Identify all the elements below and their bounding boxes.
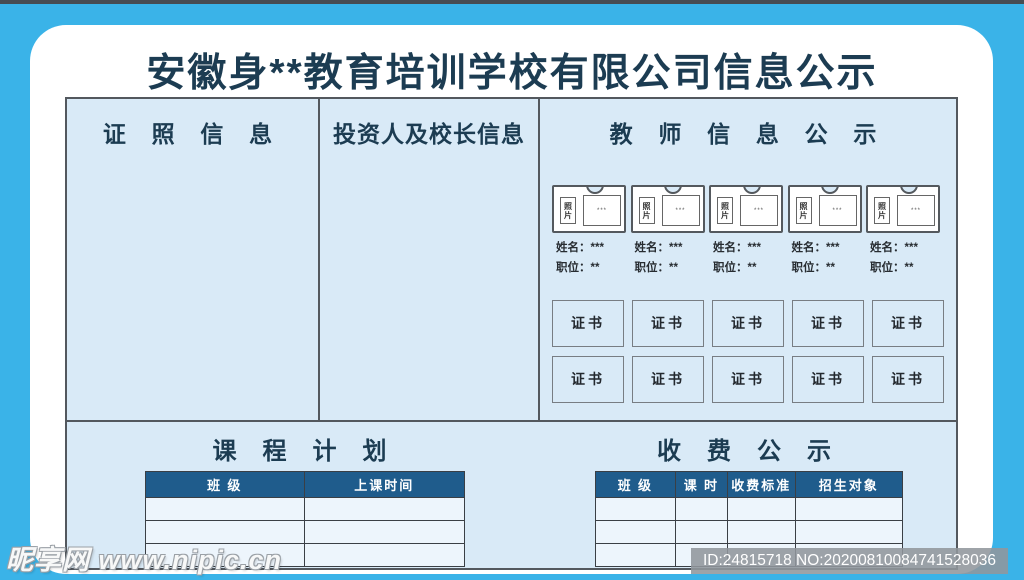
course-plan-table-head: 班 级上课时间 <box>144 471 465 498</box>
teacher-position-label: 职位：** <box>870 261 914 274</box>
photo-placeholder-box: 照片 <box>560 197 576 224</box>
teacher-name-label: 姓名：*** <box>791 242 840 254</box>
fees-title: 收 费 公 示 <box>657 439 841 465</box>
table-cell <box>595 543 676 567</box>
certificate-box: 证书 <box>872 355 944 403</box>
table-cell <box>304 520 465 544</box>
bottom-section: 课 程 计 划 班 级上课时间 收 费 公 示 班 级课 时收费标准招生对象 <box>67 422 956 568</box>
badge-notch <box>899 187 918 194</box>
course-plan-table-body <box>144 497 465 567</box>
teacher-section-title: 教 师 信 息 公 示 <box>609 122 887 147</box>
top-section: 证 照 信 息 投资人及校长信息 教 师 信 息 公 示 照片***姓名：***… <box>67 99 956 422</box>
teacher-badge-card: 照片 *** <box>552 185 626 233</box>
table-row <box>144 497 465 521</box>
column-header: 课 时 <box>674 471 729 498</box>
fees-table: 班 级课 时收费标准招生对象 <box>595 471 904 567</box>
teacher-name-label: 姓名：*** <box>713 242 761 254</box>
certificate-box: 证书 <box>792 299 864 347</box>
section-teacher-info: 教 师 信 息 公 示 照片***姓名：***职位：**照片***姓名：***职… <box>540 99 956 420</box>
table-cell <box>674 520 729 544</box>
license-section-title: 证 照 信 息 <box>102 122 283 147</box>
course-plan-title: 课 程 计 划 <box>212 439 397 465</box>
column-header: 班 级 <box>595 471 676 498</box>
photo-placeholder-box: 照片 <box>638 197 655 224</box>
photo-placeholder-box: 照片 <box>717 197 733 224</box>
top-edge-strip <box>0 0 1024 4</box>
table-cell <box>674 497 729 521</box>
certificate-box: 证书 <box>632 355 704 403</box>
teacher-badge-card: 照片 *** <box>866 185 940 233</box>
badge-notch <box>742 187 761 194</box>
table-cell <box>727 520 796 544</box>
certificate-row-2: 证书证书证书证书证书 <box>552 355 944 403</box>
table-row <box>144 520 465 544</box>
section-fees: 收 费 公 示 班 级课 时收费标准招生对象 <box>542 422 956 568</box>
teacher-badge-card: 照片*** <box>630 185 705 233</box>
certificate-box: 证书 <box>872 299 944 347</box>
fees-table-head: 班 级课 时收费标准招生对象 <box>595 471 904 498</box>
teacher-unit: 照片 *** 姓名：*** 职位：** <box>709 185 787 278</box>
table-cell <box>794 520 904 544</box>
section-course-plan: 课 程 计 划 班 级上课时间 <box>67 422 542 568</box>
info-placeholder-box: *** <box>583 195 621 226</box>
certificate-row-1: 证书证书证书证书证书 <box>552 299 944 347</box>
certificate-box: 证书 <box>712 299 784 347</box>
section-license-info: 证 照 信 息 <box>67 99 320 420</box>
column-header: 上课时间 <box>304 471 465 498</box>
image-id-watermark: ID:24815718 NO:20200810084741528036 <box>690 548 1008 574</box>
certificate-box: 证书 <box>552 355 624 403</box>
table-cell <box>144 543 305 567</box>
teacher-position-label: 职位：** <box>713 261 757 274</box>
table-cell <box>304 543 465 567</box>
photo-placeholder-box: 照片 <box>874 197 890 224</box>
badge-notch <box>821 187 840 194</box>
table-row <box>595 520 904 544</box>
teacher-unit: 照片 *** 姓名：*** 职位：** <box>552 185 630 278</box>
teacher-unit: 照片 *** 姓名：*** 职位：** <box>866 185 944 278</box>
info-placeholder-box: *** <box>897 195 935 226</box>
teacher-name-label: 姓名：*** <box>556 242 604 254</box>
teacher-position-label: 职位：** <box>791 261 835 274</box>
teacher-unit: 照片*** 姓名：*** 职位：** <box>630 185 709 278</box>
teacher-badge-card: 照片*** <box>787 185 862 233</box>
info-placeholder-box: *** <box>740 195 778 226</box>
info-placeholder-box: *** <box>661 195 700 226</box>
section-investor-principal-info: 投资人及校长信息 <box>320 99 540 420</box>
table-cell <box>727 497 796 521</box>
teacher-unit: 照片*** 姓名：*** 职位：** <box>787 185 866 278</box>
table-cell <box>595 520 676 544</box>
certificate-box: 证书 <box>552 299 624 347</box>
certificate-box: 证书 <box>712 355 784 403</box>
course-plan-table: 班 级上课时间 <box>144 471 465 567</box>
table-cell <box>595 497 676 521</box>
info-board: 证 照 信 息 投资人及校长信息 教 师 信 息 公 示 照片***姓名：***… <box>65 97 958 570</box>
table-cell <box>144 497 305 521</box>
table-cell <box>304 497 465 521</box>
page-title: 安徽身**教育培训学校有限公司信息公示 <box>146 52 878 95</box>
teacher-badge-card: 照片 *** <box>709 185 783 233</box>
site-watermark: 昵享网 www.nipic.cn <box>6 545 283 575</box>
certificate-box: 证书 <box>792 355 864 403</box>
teacher-name-label: 姓名：*** <box>634 242 683 254</box>
teacher-name-label: 姓名：*** <box>870 242 918 254</box>
table-row <box>144 543 465 567</box>
teacher-position-label: 职位：** <box>556 261 600 274</box>
table-cell <box>794 497 904 521</box>
photo-placeholder-box: 照片 <box>795 197 812 224</box>
teacher-position-label: 职位：** <box>634 261 678 274</box>
badge-notch <box>585 187 604 194</box>
teacher-cards-row: 照片***姓名：***职位：**照片***姓名：***职位：**照片***姓名：… <box>552 185 944 278</box>
column-header: 招生对象 <box>794 471 904 498</box>
info-placeholder-box: *** <box>818 195 857 226</box>
column-header: 班 级 <box>144 471 305 498</box>
table-row <box>595 497 904 521</box>
column-header: 收费标准 <box>727 471 796 498</box>
badge-notch <box>664 187 683 194</box>
table-cell <box>144 520 305 544</box>
investor-section-title: 投资人及校长信息 <box>333 122 525 147</box>
certificate-box: 证书 <box>632 299 704 347</box>
